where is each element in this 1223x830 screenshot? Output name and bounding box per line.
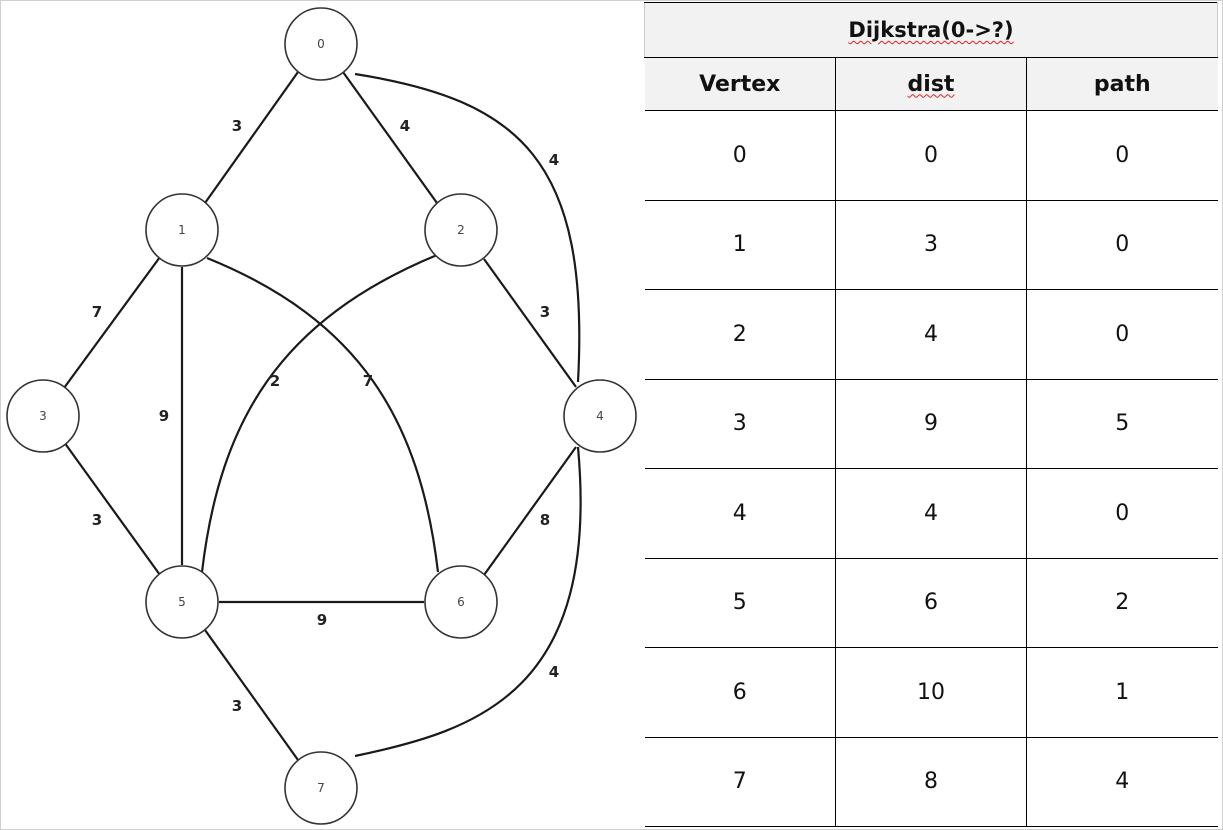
- table-title: Dijkstra(0->?): [644, 2, 1218, 58]
- column-header-vertex: Vertex: [644, 57, 836, 111]
- cell-vertex: 6: [644, 647, 836, 738]
- cell-path: 0: [1026, 110, 1218, 201]
- edge-weight-1-3: 7: [92, 303, 102, 321]
- cell-vertex: 5: [644, 558, 836, 648]
- edge-0-4: [354, 72, 581, 383]
- cell-vertex: 3: [644, 379, 836, 469]
- cell-path: 4: [1026, 737, 1218, 827]
- dijkstra-table-container: Dijkstra(0->?) Vertex dist path 0 0 0 1 …: [644, 2, 1218, 827]
- edge-weight-4-6: 8: [540, 511, 550, 529]
- node-7: 7: [284, 751, 358, 825]
- node-1: 1: [145, 193, 219, 267]
- edge-weight-1-6: 7: [363, 372, 373, 390]
- node-label-3: 3: [39, 409, 47, 423]
- edge-weight-2-5: 2: [270, 372, 280, 390]
- edge-weight-1-5: 9: [159, 407, 169, 425]
- node-0: 0: [284, 7, 358, 81]
- node-label-0: 0: [317, 37, 325, 51]
- edge-0-1: [204, 71, 299, 204]
- node-4: 4: [563, 379, 637, 453]
- cell-path: 5: [1026, 379, 1218, 469]
- table-row: 3 9 5: [644, 379, 1218, 469]
- edge-weight-0-1: 3: [232, 117, 242, 135]
- edge-3-5: [63, 441, 161, 576]
- node-label-2: 2: [457, 223, 465, 237]
- cell-path: 2: [1026, 558, 1218, 648]
- table-title-row: Dijkstra(0->?): [644, 2, 1218, 58]
- node-label-7: 7: [317, 781, 325, 795]
- cell-dist: 8: [835, 737, 1027, 827]
- cell-dist: 9: [835, 379, 1027, 469]
- cell-vertex: 2: [644, 289, 836, 380]
- edge-weight-0-2: 4: [400, 117, 410, 135]
- cell-vertex: 1: [644, 200, 836, 290]
- edge-weight-3-5: 3: [92, 511, 102, 529]
- node-5: 5: [145, 565, 219, 639]
- graph-diagram: 3 4 4 7 9 7 2 3 3 8 4 9 3 0 1 2: [6, 7, 637, 825]
- cell-dist: 3: [835, 200, 1027, 290]
- cell-path: 0: [1026, 200, 1218, 290]
- dijkstra-table: Dijkstra(0->?) Vertex dist path 0 0 0 1 …: [644, 2, 1218, 827]
- cell-vertex: 7: [644, 737, 836, 827]
- table-row: 2 4 0: [644, 289, 1218, 380]
- edge-2-5: [200, 253, 438, 573]
- table-header-row: Vertex dist path: [644, 57, 1218, 111]
- node-label-6: 6: [457, 595, 465, 609]
- edge-weight-0-4: 4: [549, 151, 559, 169]
- table-row: 7 8 4: [644, 737, 1218, 827]
- graph-svg: 3 4 4 7 9 7 2 3 3 8 4 9 3 0 1 2: [6, 7, 637, 825]
- edge-5-7: [204, 629, 299, 761]
- cell-vertex: 4: [644, 468, 836, 559]
- edge-0-2: [342, 71, 438, 204]
- cell-vertex: 0: [644, 110, 836, 201]
- column-header-dist: dist: [835, 57, 1027, 111]
- edge-weight-2-4: 3: [540, 303, 550, 321]
- edge-4-7: [354, 446, 582, 758]
- node-label-5: 5: [178, 595, 186, 609]
- cell-path: 0: [1026, 468, 1218, 559]
- column-header-path: path: [1026, 57, 1218, 111]
- table-row: 6 10 1: [644, 647, 1218, 738]
- edge-1-6: [206, 256, 440, 573]
- cell-dist: 4: [835, 289, 1027, 380]
- cell-path: 1: [1026, 647, 1218, 738]
- table-row: 0 0 0: [644, 110, 1218, 201]
- node-label-4: 4: [596, 409, 604, 423]
- edge-weight-4-7: 4: [549, 663, 559, 681]
- node-3: 3: [6, 379, 80, 453]
- edge-2-4: [483, 258, 577, 388]
- cell-dist: 4: [835, 468, 1027, 559]
- edge-weight-5-7: 3: [232, 697, 242, 715]
- edge-1-3: [63, 256, 161, 389]
- cell-dist: 10: [835, 647, 1027, 738]
- node-label-1: 1: [178, 223, 186, 237]
- table-title-text: Dijkstra(0->?): [848, 18, 1014, 42]
- cell-path: 0: [1026, 289, 1218, 380]
- node-2: 2: [424, 193, 498, 267]
- edge-4-6: [483, 446, 577, 576]
- table-row: 1 3 0: [644, 200, 1218, 290]
- table-row: 5 6 2: [644, 558, 1218, 648]
- table-row: 4 4 0: [644, 468, 1218, 559]
- cell-dist: 6: [835, 558, 1027, 648]
- column-header-dist-text: dist: [907, 71, 955, 97]
- edge-weight-5-6: 9: [317, 611, 327, 629]
- node-6: 6: [424, 565, 498, 639]
- cell-dist: 0: [835, 110, 1027, 201]
